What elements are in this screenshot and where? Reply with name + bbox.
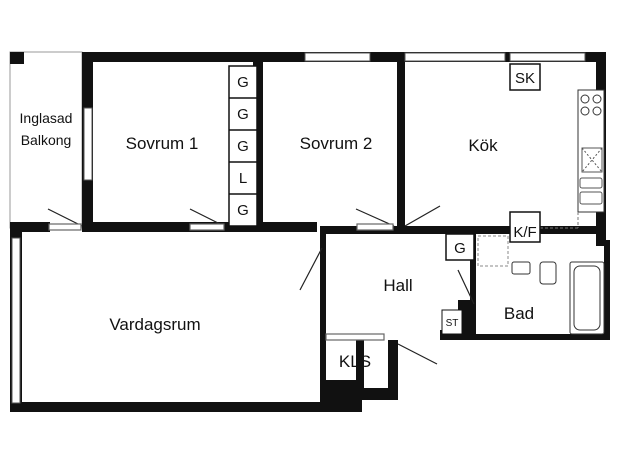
wardrobe-label-4: L: [239, 170, 247, 187]
balcony-label-line2: Balkong: [21, 132, 72, 148]
kf-label: K/F: [513, 224, 536, 241]
windows: [11, 52, 586, 404]
bedroom2-label: Sovrum 2: [300, 134, 373, 153]
sink-icon: [579, 147, 603, 205]
wardrobes-bedroom: G G G L G: [228, 65, 258, 227]
closet-label: KLS: [339, 352, 371, 371]
wardrobe-label-1: G: [237, 74, 249, 91]
wardrobe-label-3: G: [237, 138, 249, 155]
wardrobe-label-5: G: [237, 202, 249, 219]
kitchen-fixtures: SK K/F: [509, 63, 605, 243]
bedroom1-label: Sovrum 1: [126, 134, 199, 153]
wardrobe-label-2: G: [237, 106, 249, 123]
hall-label: Hall: [383, 276, 412, 295]
balcony-label-line1: Inglasad: [20, 110, 73, 126]
door-swings: [47, 205, 475, 365]
living-room-label: Vardagsrum: [109, 315, 200, 334]
bathtub-icon: [569, 261, 605, 335]
kitchen-label: Kök: [468, 136, 498, 155]
washbasin-icon: [511, 261, 557, 285]
sk-label: SK: [515, 70, 535, 87]
st-label: ST: [446, 318, 459, 329]
bath-fixtures: [477, 235, 605, 335]
room-labels: Inglasad Balkong Sovrum 1 Sovrum 2 Kök V…: [20, 110, 535, 371]
hall-fixtures: G ST: [441, 233, 475, 335]
hall-wardrobe-label: G: [454, 240, 466, 257]
stove-icon: [580, 94, 602, 116]
bath-label: Bad: [504, 304, 534, 323]
